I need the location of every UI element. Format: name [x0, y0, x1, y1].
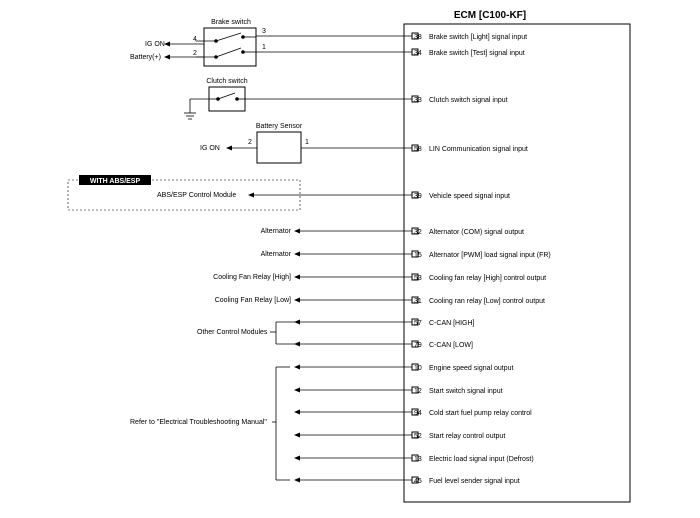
ecm-pin-label: Vehicle speed signal input — [429, 193, 510, 200]
battery-sensor-pin-2: 2 — [248, 139, 252, 146]
ecm-pin-row: 58 LIN Communication signal input — [411, 144, 528, 153]
ecm-pin-row: 33 Clutch switch signal input — [411, 95, 508, 104]
brake-switch-pin-battery: 2 — [193, 50, 197, 57]
arrow-icon — [164, 41, 170, 47]
brake-switch-pin-ig: 4 — [193, 36, 197, 43]
arrow-icon — [294, 387, 300, 393]
ecm-pin-row: 79 C-CAN [LOW] — [411, 340, 473, 349]
ecm-pin-row: 31 Cooling ran relay [Low] control outpu… — [411, 296, 545, 305]
ecm-pin-row: 15 Alternator [PWM] load signal input (F… — [411, 250, 551, 259]
brake-switch-pin-1: 1 — [262, 44, 266, 51]
ecm-pin-label: C-CAN [LOW] — [429, 342, 473, 349]
arrow-icon — [294, 319, 300, 325]
ecm-pin-number: 12 — [414, 388, 422, 395]
clutch-switch-title: Clutch switch — [206, 78, 247, 85]
abs-option-frame — [67, 179, 301, 211]
ecm-pin-row: 45 Fuel level sender signal input — [411, 476, 520, 485]
battery-sensor-ig-label: IG ON — [200, 145, 220, 152]
brake-switch-title: Brake switch — [211, 19, 251, 26]
ecm-pin-number: 34 — [414, 50, 422, 57]
arrow-icon — [294, 341, 300, 347]
cooling-low-label: Cooling Fan Relay [Low] — [215, 297, 291, 304]
arrow-icon — [248, 192, 254, 198]
cooling-high-label: Cooling Fan Relay [High] — [213, 274, 291, 281]
ecm-pin-label: Engine speed signal output — [429, 365, 514, 372]
ecm-pin-label: Alternator [PWM] load signal input (FR) — [429, 252, 551, 259]
ecm-pin-label: Start relay control output — [429, 433, 505, 440]
ecm-pin-label: C-CAN [HIGH] — [429, 320, 475, 327]
arrow-icon — [294, 432, 300, 438]
ecm-pin-row: 12 Start switch signal input — [411, 386, 503, 395]
ecm-pin-row: 57 C-CAN [HIGH] — [411, 318, 475, 327]
brake-switch-box — [203, 27, 257, 67]
ecm-pin-number: 10 — [414, 365, 422, 372]
ecm-pin-number: 13 — [414, 456, 422, 463]
ecm-title: ECM [C100-KF] — [454, 10, 526, 21]
ecm-pin-label: Start switch signal input — [429, 388, 503, 395]
other-modules-label: Other Control Modules — [197, 329, 268, 336]
arrow-icon — [294, 477, 300, 483]
brake-switch-battery-label: Battery(+) — [130, 54, 161, 61]
refer-label: Refer to "Electrical Troubleshooting Man… — [130, 419, 267, 426]
arrow-icon — [294, 455, 300, 461]
ecm-pin-number: 31 — [414, 298, 422, 305]
abs-badge — [79, 175, 151, 185]
ecm-pin-label: LIN Communication signal input — [429, 146, 528, 153]
ecm-pin-number: 15 — [414, 252, 422, 259]
battery-sensor-box — [256, 131, 302, 164]
ecm-pin-row: 53 Cooling fan relay [High] control outp… — [411, 273, 546, 282]
battery-sensor-pin-1: 1 — [305, 139, 309, 146]
ecm-pin-row: 13 Electric load signal input (Defrost) — [411, 454, 534, 463]
ground-icon — [184, 112, 196, 120]
ecm-pin-label: Cooling fan relay [High] control output — [429, 275, 546, 282]
ecm-pin-row: 94 Cold start fuel pump relay control — [411, 408, 532, 417]
ecm-pin-number: 58 — [414, 146, 422, 153]
arrow-icon — [294, 251, 300, 257]
arrow-icon — [294, 228, 300, 234]
ecm-box — [403, 23, 631, 503]
ecm-pin-number: 38 — [414, 34, 422, 41]
arrow-icon — [294, 297, 300, 303]
ecm-pin-label: Brake switch [Test] signal input — [429, 50, 525, 57]
ecm-pin-row: 38 Brake switch [Light] signal input — [411, 32, 527, 41]
ecm-pin-number: 45 — [414, 478, 422, 485]
refer-lines — [298, 366, 412, 481]
ecm-pin-row: 39 Vehicle speed signal input — [411, 191, 510, 200]
ecm-pin-label: Alternator (COM) signal output — [429, 229, 524, 236]
ecm-pin-number: 53 — [414, 275, 422, 282]
ecm-pin-label: Clutch switch signal input — [429, 97, 508, 104]
ecm-pin-number: 32 — [414, 229, 422, 236]
ecm-pin-label: Brake switch [Light] signal input — [429, 34, 527, 41]
battery-sensor-title: Battery Sensor — [256, 123, 303, 130]
ecm-pin-number: 39 — [414, 193, 422, 200]
brake-switch-ig-label: IG ON — [145, 41, 165, 48]
ecm-pin-label: Electric load signal input (Defrost) — [429, 456, 534, 463]
ecm-pin-number: 33 — [414, 97, 422, 104]
arrow-icon — [226, 145, 232, 151]
ecm-pin-number: 94 — [414, 410, 422, 417]
ecm-pin-label: Cooling ran relay [Low] control output — [429, 298, 545, 305]
alternator-com-label: Alternator — [261, 228, 292, 235]
clutch-switch-contacts — [209, 92, 245, 101]
arrow-icon — [294, 274, 300, 280]
ecm-pin-number: 57 — [414, 320, 422, 327]
abs-badge-label: WITH ABS/ESP — [90, 178, 141, 185]
ecm-pin-label: Fuel level sender signal input — [429, 478, 520, 485]
ecm-pin-row: 34 Brake switch [Test] signal input — [411, 48, 525, 57]
arrow-icon — [294, 364, 300, 370]
ecm-pin-number: 79 — [414, 342, 422, 349]
ecm-pin-label: Cold start fuel pump relay control — [429, 410, 532, 417]
arrow-icon — [164, 54, 170, 60]
alternator-pwm-label: Alternator — [261, 251, 292, 258]
ecm-pin-row: 52 Start relay control output — [411, 431, 505, 440]
brake-switch-pin-3: 3 — [262, 28, 266, 35]
ecm-pin-row: 10 Engine speed signal output — [411, 363, 514, 372]
arrow-icon — [294, 409, 300, 415]
ecm-pin-number: 52 — [414, 433, 422, 440]
ecm-pin-row: 32 Alternator (COM) signal output — [411, 227, 524, 236]
abs-module-label: ABS/ESP Control Module — [157, 192, 236, 199]
